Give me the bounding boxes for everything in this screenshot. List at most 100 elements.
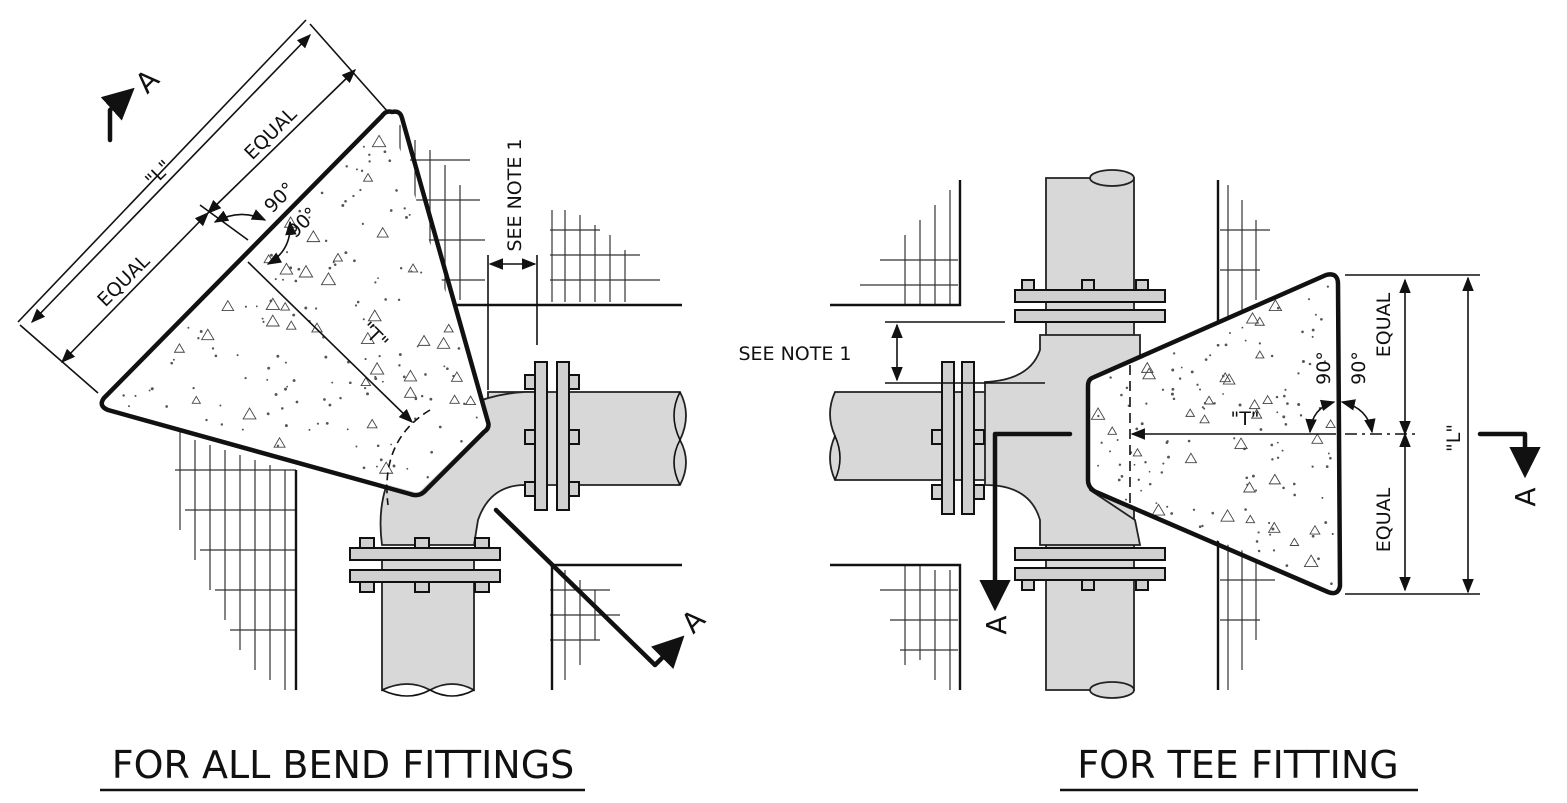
aggregate-speck (355, 168, 358, 171)
aggregate-stone (1107, 426, 1118, 435)
aggregate-stone (1250, 408, 1263, 419)
aggregate-speck (420, 271, 423, 274)
aggregate-stone (371, 134, 387, 148)
tee-note-label: SEE NOTE 1 (738, 343, 851, 365)
aggregate-speck (1211, 511, 1215, 515)
bend-equal-upper-dim (206, 68, 357, 215)
aggregate-speck (236, 354, 239, 357)
aggregate-speck (187, 326, 190, 329)
aggregate-speck (276, 354, 280, 358)
tee-trench-upper-left (830, 180, 962, 307)
tee-section-letter-left: A (980, 615, 1013, 634)
aggregate-speck (1284, 423, 1288, 426)
aggregate-speck (398, 353, 402, 357)
aggregate-speck (1276, 306, 1280, 310)
aggregate-stone (464, 395, 477, 406)
aggregate-speck (1270, 443, 1274, 447)
tee-section-arrow-right (1477, 431, 1541, 479)
aggregate-speck (315, 307, 318, 310)
aggregate-speck (1307, 298, 1311, 301)
tee-pipe-end-top (1089, 169, 1135, 187)
tee-view: "T" "L" EQUAL EQUAL 90° 90° SEE NOTE 1 A… (738, 169, 1542, 792)
aggregate-speck (282, 278, 284, 281)
aggregate-speck (352, 194, 355, 198)
aggregate-speck (1282, 415, 1286, 419)
aggregate-speck (359, 188, 362, 192)
aggregate-speck (410, 270, 413, 273)
aggregate-stone (1184, 452, 1198, 464)
aggregate-speck (1199, 388, 1202, 391)
aggregate-speck (1192, 508, 1196, 511)
aggregate-speck (211, 347, 215, 350)
aggregate-speck (1224, 343, 1228, 347)
aggregate-stone (1151, 503, 1166, 516)
aggregate-speck (438, 425, 442, 429)
bend-equal-lower-label: EQUAL (93, 250, 154, 311)
bend-section-arrow-top (100, 87, 135, 143)
aggregate-speck (402, 375, 406, 379)
aggregate-speck (1120, 475, 1124, 478)
aggregate-stone (1142, 367, 1157, 380)
aggregate-speck (292, 379, 296, 383)
aggregate-stone (1242, 481, 1257, 493)
aggregate-speck (1311, 328, 1315, 332)
aggregate-stone (1245, 514, 1256, 524)
aggregate-speck (1171, 387, 1175, 391)
aggregate-speck (378, 354, 381, 358)
aggregate-speck (1311, 465, 1314, 468)
aggregate-speck (294, 279, 298, 283)
aggregate-speck (430, 450, 434, 454)
aggregate-speck (1258, 342, 1261, 345)
aggregate-speck (392, 464, 396, 468)
tee-soil-lower-left (880, 565, 958, 690)
aggregate-speck (122, 394, 125, 397)
aggregate-speck (356, 300, 360, 304)
aggregate-speck (366, 392, 369, 396)
aggregate-speck (1293, 482, 1296, 486)
aggregate-speck (286, 251, 289, 254)
bend-section-letter-top: A (129, 63, 166, 100)
aggregate-speck (475, 416, 478, 419)
aggregate-speck (304, 306, 308, 310)
aggregate-stone (1262, 394, 1274, 404)
aggregate-speck (383, 150, 387, 154)
aggregate-speck (381, 380, 384, 383)
tee-thrust-block-outline (1085, 272, 1343, 596)
aggregate-stone (407, 263, 419, 273)
aggregate-speck (274, 393, 278, 396)
aggregate-speck (261, 317, 264, 320)
aggregate-speck (1255, 489, 1258, 492)
aggregate-stone (1289, 537, 1300, 546)
aggregate-speck (134, 394, 137, 397)
bend-note-label: SEE NOTE 1 (504, 138, 526, 251)
tee-soil-upper-left (860, 190, 958, 305)
aggregate-speck (1251, 474, 1255, 478)
aggregate-speck (377, 277, 380, 280)
aggregate-speck (1283, 394, 1286, 398)
aggregate-speck (1314, 313, 1317, 316)
aggregate-speck (1233, 437, 1236, 440)
aggregate-speck (328, 266, 332, 270)
aggregate-speck (1140, 489, 1143, 492)
aggregate-speck (460, 439, 463, 443)
aggregate-speck (1282, 486, 1285, 490)
aggregate-speck (372, 324, 375, 327)
aggregate-speck (398, 364, 401, 367)
aggregate-speck (348, 381, 352, 385)
aggregate-stone (1303, 554, 1319, 567)
aggregate-speck (1276, 411, 1279, 414)
aggregate-speck (219, 404, 222, 407)
aggregate-speck (1097, 464, 1100, 467)
aggregate-speck (1320, 317, 1323, 321)
aggregate-speck (363, 387, 367, 390)
aggregate-speck (1245, 476, 1249, 480)
aggregate-speck (1170, 512, 1174, 515)
aggregate-speck (1297, 372, 1300, 375)
aggregate-speck (284, 361, 287, 364)
aggregate-speck (1125, 498, 1127, 501)
aggregate-speck (457, 347, 461, 350)
aggregate-speck (325, 422, 329, 425)
aggregate-speck (1216, 343, 1220, 347)
tee-equal-upper-label: EQUAL (1373, 292, 1395, 357)
aggregate-stone (1140, 361, 1154, 373)
